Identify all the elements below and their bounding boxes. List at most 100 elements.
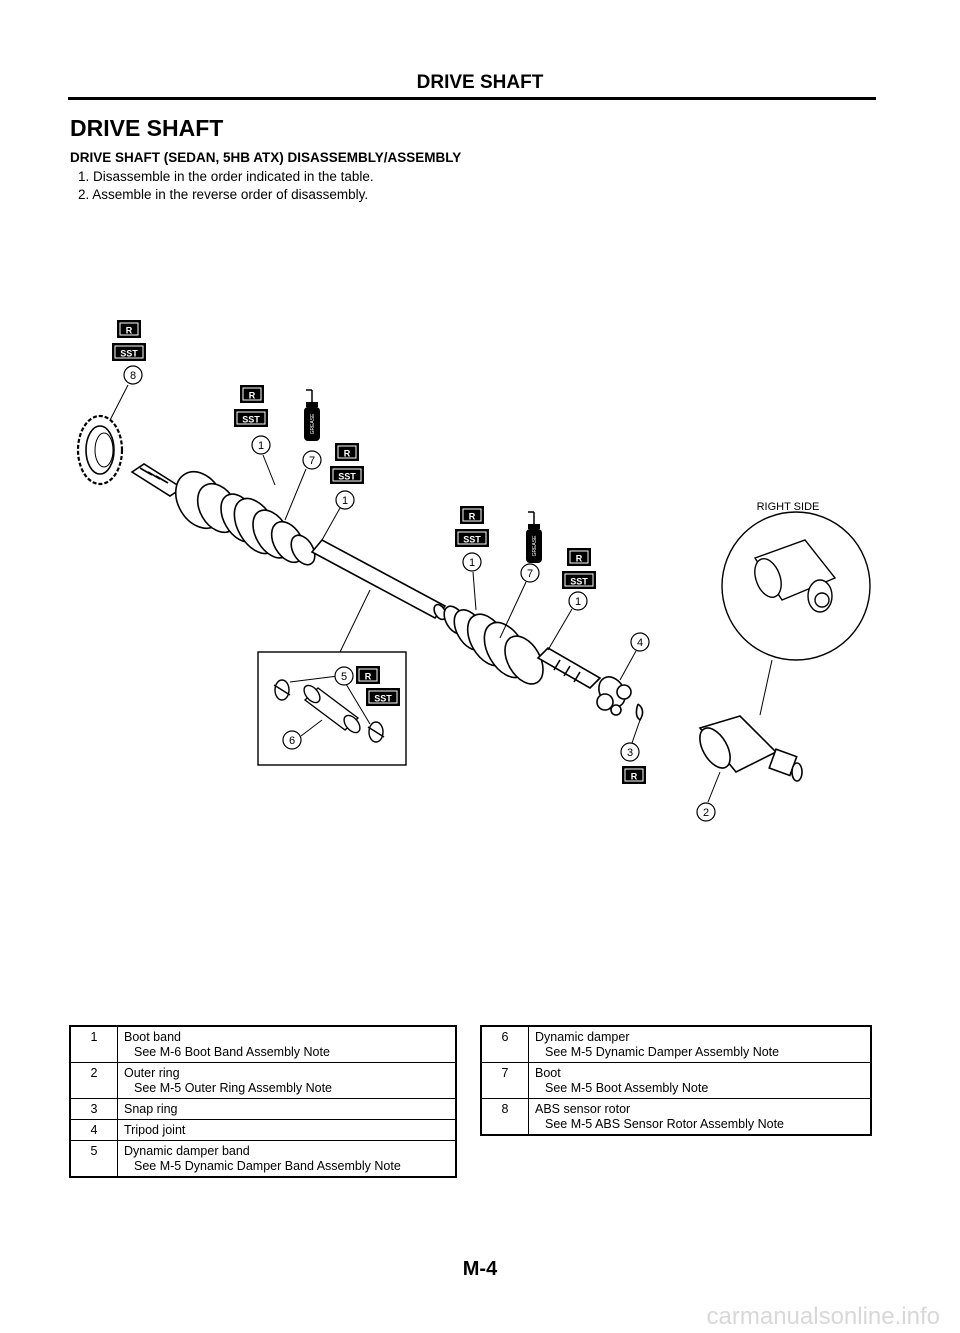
part-note: See M-5 Dynamic Damper Band Assembly Not…	[134, 1159, 401, 1173]
part-name: Tripod joint	[124, 1123, 186, 1137]
svg-text:SST: SST	[242, 415, 260, 425]
badge-sst: SST	[329, 465, 365, 485]
badge-r: R	[355, 665, 381, 685]
part-name: Boot band	[124, 1030, 181, 1044]
part-name: Snap ring	[124, 1102, 178, 1116]
badge-sst: SST	[365, 687, 401, 707]
dynamic-damper-inset	[257, 651, 407, 766]
part-note: See M-5 Boot Assembly Note	[545, 1081, 709, 1095]
svg-text:R: R	[631, 772, 638, 782]
svg-text:SST: SST	[570, 577, 588, 587]
svg-text:1: 1	[469, 557, 475, 569]
callout-1: 1	[251, 435, 271, 455]
svg-text:5: 5	[341, 671, 347, 683]
callout-8: 8	[123, 365, 143, 385]
svg-text:6: 6	[289, 735, 295, 747]
table-row: 4 Tripod joint	[69, 1119, 457, 1141]
svg-text:4: 4	[637, 637, 643, 649]
svg-text:7: 7	[309, 455, 315, 467]
step-item: 2. Assemble in the reverse order of disa…	[78, 187, 369, 202]
part-number: 4	[69, 1119, 118, 1141]
svg-text:R: R	[249, 391, 256, 401]
svg-text:8: 8	[130, 370, 136, 382]
drive-shaft-drawing	[130, 463, 644, 722]
part-note: See M-6 Boot Band Assembly Note	[134, 1045, 330, 1059]
svg-text:1: 1	[575, 596, 581, 608]
svg-text:2: 2	[703, 807, 709, 819]
callout-1: 1	[335, 490, 355, 510]
part-name: Dynamic damper band	[124, 1144, 250, 1158]
badge-r: R	[334, 442, 360, 462]
part-description: Tripod joint	[117, 1119, 457, 1141]
svg-text:R: R	[126, 326, 133, 336]
callout-4: 4	[630, 632, 650, 652]
svg-text:R: R	[344, 449, 351, 459]
section-title: DRIVE SHAFT	[70, 115, 224, 141]
callout-3: 3	[620, 742, 640, 762]
page-number: M-4	[462, 1258, 498, 1280]
grease-icon: GREASE	[525, 511, 543, 564]
part-description: Snap ring	[117, 1098, 457, 1120]
callout-7: 7	[302, 450, 322, 470]
svg-text:7: 7	[527, 568, 533, 580]
svg-text:3: 3	[627, 747, 633, 759]
watermark: carmanualsonline.info	[706, 1303, 940, 1330]
svg-text:R: R	[469, 512, 476, 522]
svg-text:R: R	[365, 672, 372, 682]
part-number: 2	[69, 1062, 118, 1099]
procedure-subtitle: DRIVE SHAFT (SEDAN, 5HB ATX) DISASSEMBLY…	[70, 150, 462, 165]
callout-1: 1	[462, 552, 482, 572]
exploded-view-diagram: R SST 8 R SST GREASE 1 7 R SST 1	[76, 319, 871, 822]
right-side-label: RIGHT SIDE	[757, 501, 820, 513]
grease-icon: GREASE	[303, 389, 321, 442]
part-note: See M-5 Dynamic Damper Assembly Note	[545, 1045, 780, 1059]
badge-r: R	[621, 765, 647, 785]
badge-r: R	[116, 319, 142, 339]
abs-sensor-rotor-drawing	[76, 414, 124, 486]
badge-sst: SST	[111, 342, 147, 362]
badge-r: R	[459, 505, 485, 525]
callout-2: 2	[696, 802, 716, 822]
part-number: 6	[480, 1025, 529, 1063]
badge-sst: SST	[561, 570, 597, 590]
table-row: 3 Snap ring	[69, 1098, 457, 1120]
badge-sst: SST	[233, 408, 269, 428]
part-note: See M-5 Outer Ring Assembly Note	[134, 1081, 332, 1095]
part-number: 8	[480, 1098, 529, 1136]
part-number: 5	[69, 1140, 118, 1178]
part-name: ABS sensor rotor	[535, 1102, 631, 1116]
badge-r: R	[239, 384, 265, 404]
callout-5: 5	[334, 666, 354, 686]
part-name: Outer ring	[124, 1066, 180, 1080]
right-side-detail	[721, 511, 871, 661]
svg-text:1: 1	[258, 440, 264, 452]
badge-sst: SST	[454, 528, 490, 548]
part-name: Dynamic damper	[535, 1030, 630, 1044]
part-number: 7	[480, 1062, 529, 1099]
svg-text:SST: SST	[120, 349, 138, 359]
step-item: 1. Disassemble in the order indicated in…	[78, 169, 374, 184]
svg-text:GREASE: GREASE	[532, 535, 538, 557]
outer-ring-drawing	[698, 715, 803, 782]
part-number: 1	[69, 1025, 118, 1063]
callout-1: 1	[568, 591, 588, 611]
svg-text:SST: SST	[463, 535, 481, 545]
svg-text:SST: SST	[338, 472, 356, 482]
part-name: Boot	[535, 1066, 561, 1080]
badge-r: R	[566, 547, 592, 567]
running-header: DRIVE SHAFT	[416, 72, 544, 93]
